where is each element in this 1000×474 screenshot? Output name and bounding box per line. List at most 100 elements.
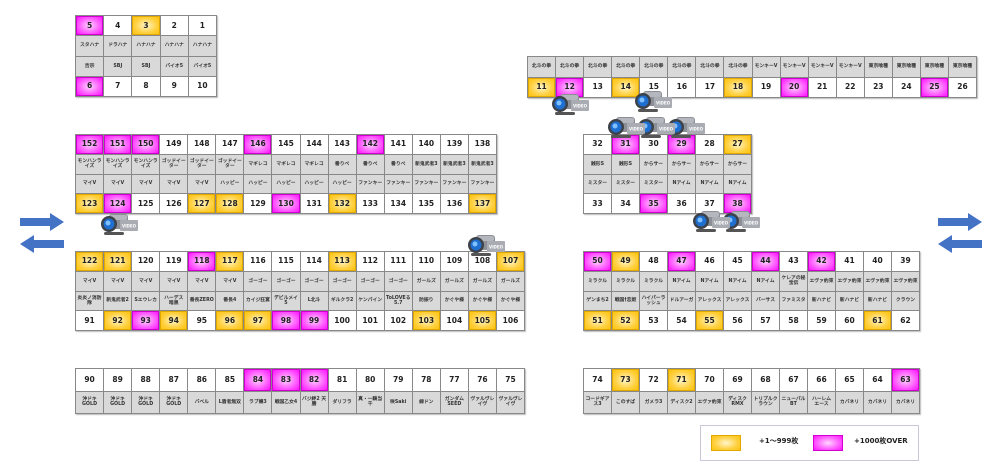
machine-number-cell[interactable]: 29 — [668, 135, 695, 154]
machine-number-cell[interactable]: 44 — [752, 252, 779, 271]
machine-number-cell[interactable]: 65 — [836, 369, 863, 391]
machine-name-cell[interactable]: ハッピー — [272, 174, 300, 194]
machine-number-cell[interactable]: 109 — [440, 252, 468, 271]
machine-number-cell[interactable]: 73 — [612, 369, 639, 391]
machine-number-cell[interactable]: 52 — [612, 311, 639, 330]
machine-name-cell[interactable]: エヴァ約束 — [808, 271, 835, 291]
machine-name-cell[interactable]: 北斗の拳 — [640, 57, 668, 77]
machine-name-cell[interactable]: からサー — [640, 154, 667, 174]
machine-name-cell[interactable]: ファンキー — [356, 174, 384, 194]
machine-name-cell[interactable]: カバネリ — [836, 391, 863, 413]
machine-number-cell[interactable]: 4 — [104, 16, 132, 36]
machine-number-cell[interactable]: 16 — [668, 77, 696, 97]
machine-name-cell[interactable]: ディスク2 — [668, 391, 695, 413]
machine-number-cell[interactable]: 53 — [640, 311, 667, 330]
machine-number-cell[interactable]: 147 — [216, 135, 244, 154]
machine-number-cell[interactable]: 7 — [104, 76, 132, 96]
machine-number-cell[interactable]: 110 — [412, 252, 440, 271]
machine-number-cell[interactable]: 42 — [808, 252, 835, 271]
video-camera-icon[interactable]: VIDEO — [100, 211, 138, 236]
machine-name-cell[interactable]: ゴーゴー — [272, 271, 300, 291]
machine-number-cell[interactable]: 20 — [780, 77, 808, 97]
machine-number-cell[interactable]: 145 — [272, 135, 300, 154]
machine-name-cell[interactable]: マイV — [188, 271, 216, 291]
machine-number-cell[interactable]: 111 — [384, 252, 412, 271]
machine-number-cell[interactable]: 11 — [528, 77, 556, 97]
machine-name-cell[interactable]: 番りべ — [328, 154, 356, 174]
machine-number-cell[interactable]: 134 — [384, 194, 412, 213]
machine-name-cell[interactable]: 真・一騎当千 — [356, 391, 384, 413]
machine-number-cell[interactable]: 58 — [780, 311, 807, 330]
machine-name-cell[interactable]: Nアイム — [696, 271, 723, 291]
machine-number-cell[interactable]: 24 — [892, 77, 920, 97]
machine-name-cell[interactable]: バイオ5 — [160, 56, 188, 76]
machine-number-cell[interactable]: 77 — [440, 369, 468, 391]
machine-name-cell[interactable]: ヴァルヴレイヴ — [496, 391, 524, 413]
machine-name-cell[interactable]: コードギアス3 — [584, 391, 611, 413]
machine-name-cell[interactable]: バベル — [188, 391, 216, 413]
machine-name-cell[interactable]: マギレコ — [244, 154, 272, 174]
machine-number-cell[interactable]: 116 — [244, 252, 272, 271]
machine-name-cell[interactable]: ガメラ3 — [640, 391, 667, 413]
machine-number-cell[interactable]: 71 — [668, 369, 695, 391]
machine-number-cell[interactable]: 70 — [696, 369, 723, 391]
machine-name-cell[interactable]: ファミスタ — [780, 291, 807, 311]
machine-name-cell[interactable]: マイV — [188, 174, 216, 194]
machine-name-cell[interactable]: このすば — [612, 391, 639, 413]
machine-name-cell[interactable]: SBJ — [132, 56, 160, 76]
machine-number-cell[interactable]: 124 — [104, 194, 132, 213]
machine-name-cell[interactable]: ハーレム エース — [808, 391, 835, 413]
machine-name-cell[interactable]: デビルメイ 5 — [272, 291, 300, 311]
machine-name-cell[interactable]: マイV — [104, 271, 132, 291]
machine-name-cell[interactable]: モンハンライズ — [132, 154, 160, 174]
machine-number-cell[interactable]: 87 — [160, 369, 188, 391]
machine-number-cell[interactable]: 56 — [724, 311, 751, 330]
machine-number-cell[interactable]: 108 — [468, 252, 496, 271]
machine-name-cell[interactable]: 番長ZERO — [188, 291, 216, 311]
machine-name-cell[interactable]: かぐや様 — [496, 291, 524, 311]
machine-name-cell[interactable]: エヴァ約束 — [696, 391, 723, 413]
machine-name-cell[interactable]: ゲンまち2 — [584, 291, 611, 311]
machine-name-cell[interactable]: ガールズ — [468, 271, 496, 291]
machine-name-cell[interactable]: ファンキー — [468, 174, 496, 194]
machine-number-cell[interactable]: 123 — [76, 194, 104, 213]
machine-name-cell[interactable]: ダリフラ — [328, 391, 356, 413]
machine-name-cell[interactable]: ガールズ — [496, 271, 524, 291]
machine-name-cell[interactable]: ミラクル — [584, 271, 611, 291]
machine-number-cell[interactable]: 144 — [300, 135, 328, 154]
machine-number-cell[interactable]: 37 — [696, 194, 723, 213]
machine-number-cell[interactable]: 83 — [272, 369, 300, 391]
machine-name-cell[interactable]: ゴーゴー — [244, 271, 272, 291]
machine-name-cell[interactable]: ケレアの秘宝伝 — [780, 271, 807, 291]
machine-name-cell[interactable]: 番りべ — [356, 154, 384, 174]
machine-name-cell[interactable]: ヴァルヴレイヴ — [468, 391, 496, 413]
machine-number-cell[interactable]: 101 — [356, 311, 384, 330]
machine-name-cell[interactable]: 北斗の拳 — [556, 57, 584, 77]
video-camera-icon[interactable]: VIDEO — [467, 232, 505, 257]
machine-name-cell[interactable]: ミスター — [612, 174, 639, 194]
machine-number-cell[interactable]: 19 — [752, 77, 780, 97]
machine-name-cell[interactable]: SBJ — [104, 56, 132, 76]
machine-number-cell[interactable]: 105 — [468, 311, 496, 330]
machine-name-cell[interactable]: 新ハナビ — [864, 291, 891, 311]
machine-number-cell[interactable]: 47 — [668, 252, 695, 271]
machine-number-cell[interactable]: 38 — [724, 194, 751, 213]
machine-name-cell[interactable]: ラブ嬢3 — [244, 391, 272, 413]
machine-number-cell[interactable]: 103 — [412, 311, 440, 330]
machine-name-cell[interactable]: バイオ5 — [188, 56, 216, 76]
machine-number-cell[interactable]: 50 — [584, 252, 611, 271]
machine-number-cell[interactable]: 136 — [440, 194, 468, 213]
machine-name-cell[interactable]: 新ハナビ — [836, 291, 863, 311]
machine-name-cell[interactable]: ギルクラ2 — [328, 291, 356, 311]
machine-number-cell[interactable]: 125 — [132, 194, 160, 213]
machine-name-cell[interactable]: マギレコ — [272, 154, 300, 174]
machine-name-cell[interactable]: モンキーV — [808, 57, 836, 77]
machine-name-cell[interactable]: ミスター — [640, 174, 667, 194]
machine-name-cell[interactable]: L北斗 — [300, 291, 328, 311]
machine-number-cell[interactable]: 32 — [584, 135, 611, 154]
machine-name-cell[interactable]: カイジ狂宴 — [244, 291, 272, 311]
machine-name-cell[interactable]: 東京喰種 — [948, 57, 976, 77]
machine-name-cell[interactable]: 戦国†恋姫 — [612, 291, 639, 311]
machine-name-cell[interactable]: 番りべ — [384, 154, 412, 174]
machine-name-cell[interactable]: Nアイム — [668, 174, 695, 194]
